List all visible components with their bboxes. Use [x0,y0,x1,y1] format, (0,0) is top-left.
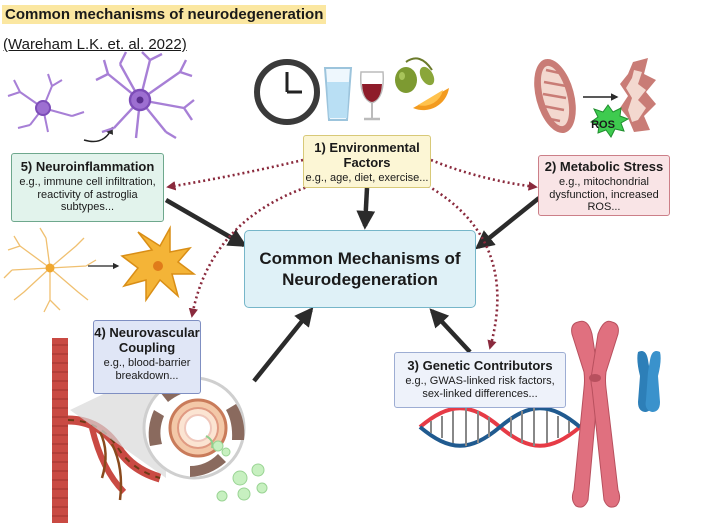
dna-helix-icon [418,406,582,448]
clock-icon [254,59,320,125]
water-glass-icon [323,67,353,121]
metabolic-title: 2) Metabolic Stress [544,159,664,174]
arrow-environmental-to-center [356,187,376,230]
neurovascular-description: e.g., blood-barrier breakdown... [103,356,191,382]
orange-slice-icon [413,88,449,111]
center-title-line2: Neurodegeneration [282,270,438,289]
arrow-genetic-to-center [429,308,472,354]
citation[interactable]: (Wareham L.K. et. al. 2022) [3,36,187,53]
neuron-activated-icon [95,51,195,140]
diagram-title: Common mechanisms of neurodegeneration [2,5,327,24]
neuron-resting-icon [7,73,85,133]
neuroinflammation-description: e.g., immune cell infiltration, reactivi… [19,175,156,214]
dotted-arrow-to-metabolic [430,158,538,191]
neurovascular-coupling-box: 4) Neurovascular Coupling e.g., blood-ba… [93,320,201,394]
neurovascular-unit-icon [142,376,246,480]
ros-label: ROS [591,119,615,131]
mitochondria-healthy-icon [534,58,576,134]
metabolic-stress-box: 2) Metabolic Stress e.g., mitochondrial … [538,155,670,216]
environmental-title-line2: Factors [343,154,391,170]
olive-icon [395,57,435,93]
chromosome-x-icon [571,320,621,508]
environmental-title-line1: 1) Environmental [314,140,420,155]
leaked-blood-cells-icon [212,440,268,502]
genetic-description: e.g., GWAS-linked risk factors, sex-link… [405,374,555,400]
genetic-title: 3) Genetic Contributors [407,358,553,373]
astrocyte-resting-icon [3,227,97,313]
ros-burst-icon [589,104,630,138]
metabolic-description: e.g., mitochondrial dysfunction, increas… [549,175,659,214]
environmental-description: e.g., age, diet, exercise... [305,171,429,184]
genetic-contributors-box: 3) Genetic Contributors e.g., GWAS-linke… [394,352,566,408]
arrow-metabolic-to-center [475,196,541,250]
blood-vessel-icon [52,338,162,523]
dotted-arrow-to-neuroinflammation [166,158,304,191]
astrocyte-reactive-icon [120,225,197,303]
chromosome-y-icon [637,351,661,412]
center-title-line1: Common Mechanisms of [259,248,461,268]
center-mechanisms-box: Common Mechanisms of Neurodegeneration [244,230,476,308]
citation-link[interactable]: (Wareham L.K. et. al. 2022) [3,36,187,53]
activation-arrow [83,126,113,143]
neurovascular-title-line2: Coupling [118,339,176,355]
wine-glass-icon [359,71,385,121]
arrow-neurovascular-to-center [252,307,314,383]
environmental-factors-box: 1) Environmental Factors e.g., age, diet… [303,135,431,188]
neuroinflammation-title: 5) Neuroinflammation [20,159,155,174]
neurovascular-title-line1: 4) Neurovascular [94,325,200,340]
neuroinflammation-box: 5) Neuroinflammation e.g., immune cell i… [11,153,164,222]
arrow-neuroinflammation-to-center [164,198,248,247]
mitochondria-damaged-icon [620,58,656,132]
